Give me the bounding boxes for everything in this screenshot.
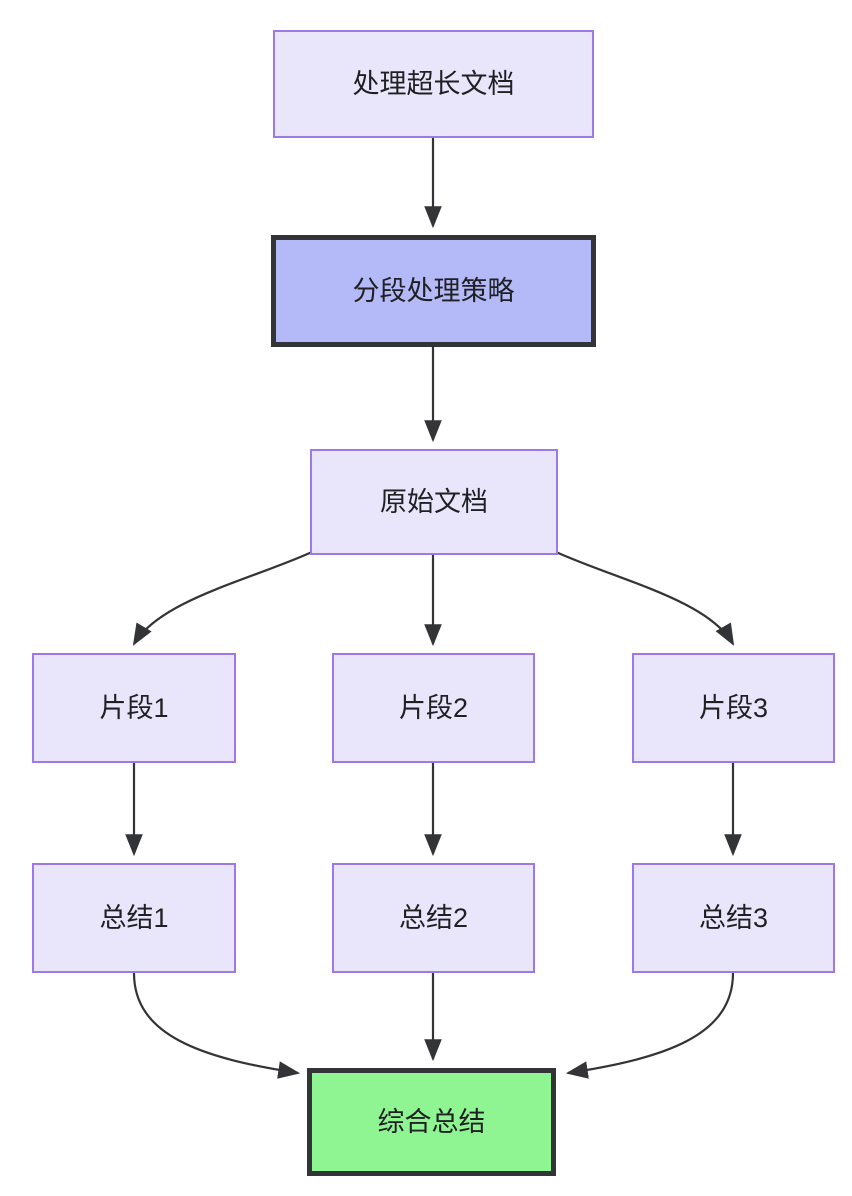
node-label: 处理超长文档 [352,68,515,99]
edge-n3-n4 [132,550,313,646]
node-process-long-document[interactable]: 处理超长文档 [273,30,594,138]
node-original-document[interactable]: 原始文档 [310,449,558,555]
node-label: 分段处理策略 [352,275,515,306]
node-fragment-3[interactable]: 片段3 [632,653,835,763]
node-summary-3[interactable]: 总结3 [632,863,835,973]
node-label: 片段3 [698,692,769,723]
node-label: 总结3 [698,902,769,933]
node-label: 综合总结 [377,1106,486,1137]
edge-n3-n6 [555,550,735,646]
node-chunking-strategy[interactable]: 分段处理策略 [271,235,596,347]
node-label: 原始文档 [380,486,488,517]
node-fragment-1[interactable]: 片段1 [32,653,236,763]
edge-n9-n10 [565,972,735,1079]
node-summary-2[interactable]: 总结2 [332,863,535,973]
node-label: 片段1 [99,692,169,723]
node-summary-1[interactable]: 总结1 [32,863,236,973]
node-fragment-2[interactable]: 片段2 [332,653,535,763]
node-label: 总结1 [99,902,169,933]
node-label: 总结2 [398,902,469,933]
edge-n7-n10 [132,972,301,1079]
node-label: 片段2 [398,692,469,723]
node-final-summary[interactable]: 综合总结 [307,1068,556,1176]
